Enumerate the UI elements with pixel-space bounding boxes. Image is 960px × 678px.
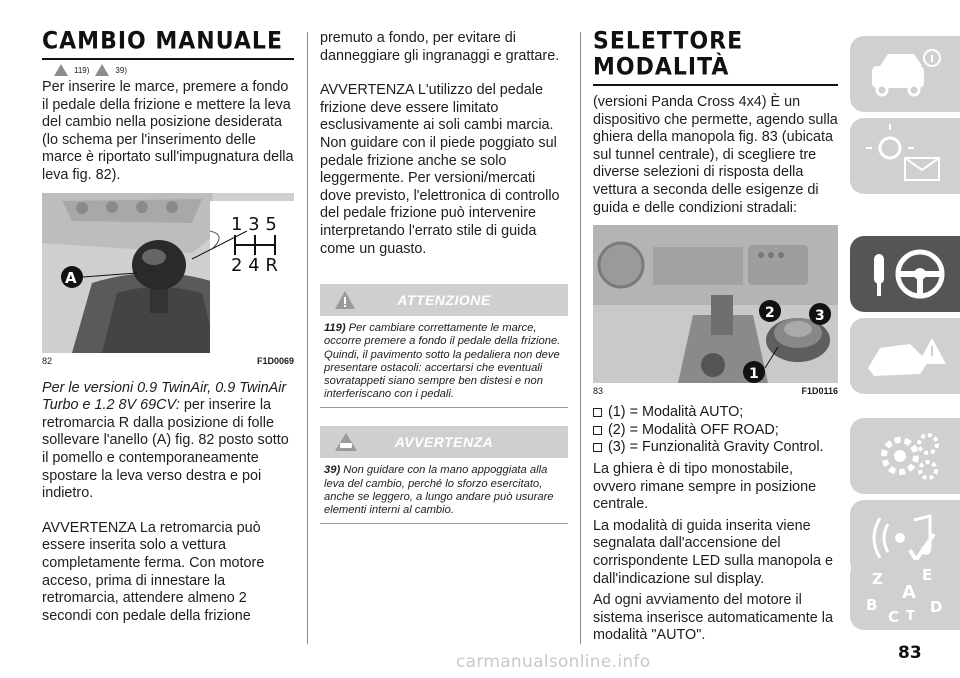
attenzione-header: ATTENZIONE: [320, 284, 568, 317]
intro-paragraph: Per inserire le marce, premere a fondo i…: [42, 79, 294, 183]
attenzione-title: ATTENZIONE: [397, 292, 491, 309]
version-italic: Per le versioni 0.9 TwinAir, 0.9 TwinAir…: [42, 379, 287, 414]
avvertenza-text: Non guidare con la mano appoggiata alla …: [324, 464, 554, 516]
avvertenza-paragraph: AVVERTENZA La retromarcia può essere ins…: [42, 519, 265, 624]
column-manual-gearbox: CAMBIO MANUALE 119) 39) Per inserire le …: [42, 27, 294, 625]
warning-references: 119) 39): [54, 64, 294, 76]
gear-lever-illustration: 1 3 5 2 4 R A: [42, 192, 294, 353]
gear-label-top: 1 3 5: [231, 214, 277, 235]
callout-2: 2: [765, 305, 775, 321]
heading-rule: [593, 84, 838, 86]
index-letter: T: [906, 609, 915, 624]
avvertenza-ref: 39): [324, 464, 341, 477]
warning-ref-1: 119): [74, 65, 90, 75]
warning-ref-2: 39): [115, 65, 127, 75]
attenzione-box: ATTENZIONE 119) Per cambiare correttamen…: [320, 284, 568, 409]
column-mode-selector: SELETTORE MODALITÀ (versioni Panda Cross…: [593, 27, 838, 645]
attenzione-ref: 119): [324, 322, 346, 335]
index-letter: B: [866, 596, 877, 614]
gear-label-bottom: 2 4 R: [231, 255, 278, 276]
clutch-avvertenza-paragraph: AVVERTENZA L'utilizzo del pedale frizion…: [320, 82, 560, 257]
tab-starting-driving[interactable]: [850, 236, 960, 312]
accident-icon: [868, 338, 946, 376]
list-item-text: (1) = Modalità AUTO;: [608, 404, 744, 421]
index-letters-icon: Z E A B C T D: [866, 566, 942, 626]
index-letter: D: [930, 598, 942, 616]
mode-list: (1) = Modalità AUTO; (2) = Modalità OFF …: [593, 404, 838, 457]
list-item-text: (2) = Modalità OFF ROAD;: [608, 421, 779, 438]
list-item: (2) = Modalità OFF ROAD;: [593, 422, 838, 440]
warning-lights-icon: [866, 124, 940, 181]
figure-83: 2 3 1: [593, 225, 838, 384]
avvertenza-header: AVVERTENZA: [320, 426, 568, 459]
attenzione-body: 119) Per cambiare correttamente le marce…: [320, 316, 568, 409]
checkbox-bullet-icon: [593, 408, 602, 418]
checkbox-bullet-icon: [593, 425, 602, 435]
tab-warning-lights[interactable]: [850, 118, 960, 194]
car-info-icon: [872, 49, 941, 97]
callout-3: 3: [815, 308, 825, 324]
warning-triangle-icon: [54, 64, 68, 76]
mode-selector-illustration: 2 3 1: [593, 225, 838, 384]
watermark: carmanualsonline.info: [456, 652, 651, 672]
figure-code: F1D0069: [256, 355, 294, 366]
tab-maintenance[interactable]: [850, 418, 960, 494]
column-clutch-notes: premuto a fondo, per evitare di danneggi…: [320, 30, 568, 525]
figure-number: 83: [593, 386, 604, 397]
figure-82-caption: 82 F1D0069: [42, 356, 294, 366]
avvertenza-box: AVVERTENZA 39) Non guidare con la mano a…: [320, 426, 568, 525]
column-divider: [307, 32, 308, 644]
avvertenza-title: AVVERTENZA: [394, 434, 494, 451]
figure-83-caption: 83 F1D0116: [593, 386, 838, 396]
column-divider: [580, 32, 581, 644]
attention-triangle-icon: [334, 290, 356, 315]
version-paragraph: Per le versioni 0.9 TwinAir, 0.9 TwinAir…: [42, 380, 294, 503]
heading-rule: [42, 58, 294, 60]
list-item: (1) = Modalità AUTO;: [593, 404, 838, 422]
steering-wheel-key-icon: [874, 249, 945, 299]
callout-1: 1: [749, 366, 759, 382]
tab-emergency[interactable]: [850, 318, 960, 394]
list-item-text: (3) = Funzionalità Gravity Control.: [608, 439, 824, 456]
figure-number: 82: [42, 355, 53, 366]
selector-intro: (versioni Panda Cross 4x4) È un disposit…: [593, 94, 838, 216]
index-letter: E: [922, 566, 932, 584]
page-number: 83: [898, 643, 922, 663]
section-heading-line1: SELETTORE: [593, 27, 744, 56]
auto-paragraph: Ad ogni avviamento del motore il sistema…: [593, 592, 833, 644]
callout-a: A: [65, 269, 77, 287]
led-paragraph: La modalità di guida inserita viene segn…: [593, 517, 833, 587]
monostable-paragraph: La ghiera è di tipo monostabile, ovvero …: [593, 460, 817, 513]
index-letter: A: [902, 582, 916, 603]
version-text: per inserire la retromarcia R dalla posi…: [42, 397, 289, 502]
tab-car-info[interactable]: [850, 36, 960, 112]
figure-82: 1 3 5 2 4 R A: [42, 192, 294, 353]
index-letter: Z: [872, 570, 883, 588]
continuation-paragraph: premuto a fondo, per evitare di danneggi…: [320, 30, 560, 64]
figure-code: F1D0116: [801, 386, 838, 397]
avvertenza-body: 39) Non guidare con la mano appoggiata a…: [320, 458, 568, 525]
section-heading-line2: MODALITÀ: [593, 53, 730, 82]
checkbox-bullet-icon: [593, 443, 602, 453]
service-gears-icon: [881, 433, 939, 480]
section-heading: CAMBIO MANUALE: [42, 27, 283, 56]
caution-triangle-icon: [95, 64, 110, 76]
car-caution-icon: [334, 432, 358, 457]
attenzione-text: Per cambiare correttamente le marce, occ…: [324, 322, 561, 401]
index-letter: C: [888, 608, 899, 626]
tab-index[interactable]: Z E A B C T D: [850, 560, 960, 630]
list-item: (3) = Funzionalità Gravity Control.: [593, 439, 838, 457]
